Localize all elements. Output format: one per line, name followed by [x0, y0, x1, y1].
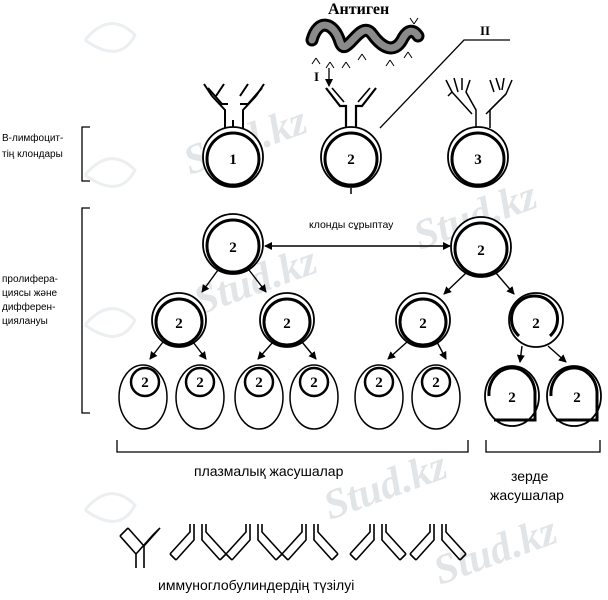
clone-number: 1	[229, 152, 237, 168]
antibody-icon	[119, 527, 161, 568]
svg-text:2: 2	[255, 375, 263, 391]
marker-ii-label: II	[480, 23, 490, 38]
clone-cell-2: 2	[320, 87, 382, 194]
label-proliferation-differentiation: пролифера- циясы және дифферен- циялануы	[2, 273, 61, 327]
clone-cell-1: 1	[202, 83, 265, 188]
marker-ii-pointer-line	[379, 39, 510, 129]
plasma-cell: 2	[234, 364, 284, 430]
watermark-text: Stud.kz	[428, 507, 564, 594]
label-b-lymphocyte-clones: В-лимфоцит- тің клондары	[2, 132, 66, 160]
svg-text:2: 2	[196, 375, 204, 391]
svg-text:2: 2	[508, 390, 516, 406]
label-immunoglobulin-formation: иммуноглобулиндердің түзілуі	[158, 577, 354, 593]
bracket-clones	[81, 126, 90, 182]
svg-text:2: 2	[532, 316, 540, 332]
memory-cell: 2	[484, 365, 540, 427]
division-arrows-row2	[201, 269, 515, 295]
bracket-plasma-cells	[116, 440, 469, 453]
svg-text:2: 2	[375, 375, 383, 391]
clone-number: 3	[474, 152, 482, 168]
label-memory-cells: зерде жасушалар	[490, 468, 564, 503]
antibody-icon	[169, 524, 227, 561]
antibody-icon	[281, 524, 339, 561]
antibody-icon	[349, 524, 407, 561]
watermark-text: Stud.kz	[318, 442, 454, 529]
row3-cell-4-memory-precursor: 2	[508, 292, 564, 348]
plasma-cell: 2	[411, 364, 461, 430]
svg-text:2: 2	[229, 240, 237, 256]
plasma-cell: 2	[354, 364, 404, 430]
division-arrows-row3	[149, 341, 567, 363]
row3-cell-2: 2	[259, 292, 315, 348]
svg-text:2: 2	[141, 375, 149, 391]
svg-text:2: 2	[477, 243, 485, 259]
svg-text:2: 2	[310, 375, 318, 391]
svg-text:2: 2	[432, 375, 440, 391]
clone-number: 2	[347, 152, 355, 168]
clone-cell-3: 3	[445, 77, 513, 188]
row3-cell-3: 2	[395, 292, 451, 348]
antigen-title: Антиген	[328, 1, 389, 18]
svg-text:2: 2	[573, 390, 581, 406]
row3-cell-1: 2	[151, 292, 207, 348]
clonal-selection-label: клонды сұрыптау	[309, 219, 394, 231]
selected-cell-right: 2	[450, 216, 512, 278]
immunoglobulin-row	[119, 524, 467, 568]
antibody-icon	[225, 524, 283, 561]
svg-text:2: 2	[283, 316, 291, 332]
bracket-memory-cells	[485, 440, 601, 453]
selected-cell-left: 2	[202, 213, 264, 275]
marker-i-label: I	[314, 69, 319, 84]
plasma-cell: 2	[289, 364, 339, 430]
plasma-cell: 2	[118, 364, 168, 430]
antigen-shape	[305, 17, 425, 69]
antibody-icon	[409, 524, 467, 561]
memory-cell: 2	[546, 365, 602, 427]
svg-text:2: 2	[175, 316, 183, 332]
svg-text:2: 2	[419, 316, 427, 332]
label-plasma-cells: плазмалық жасушалар	[194, 463, 344, 479]
plasma-cell: 2	[175, 364, 225, 430]
bracket-proliferation	[81, 207, 90, 414]
watermark-logo-icon	[83, 22, 137, 523]
